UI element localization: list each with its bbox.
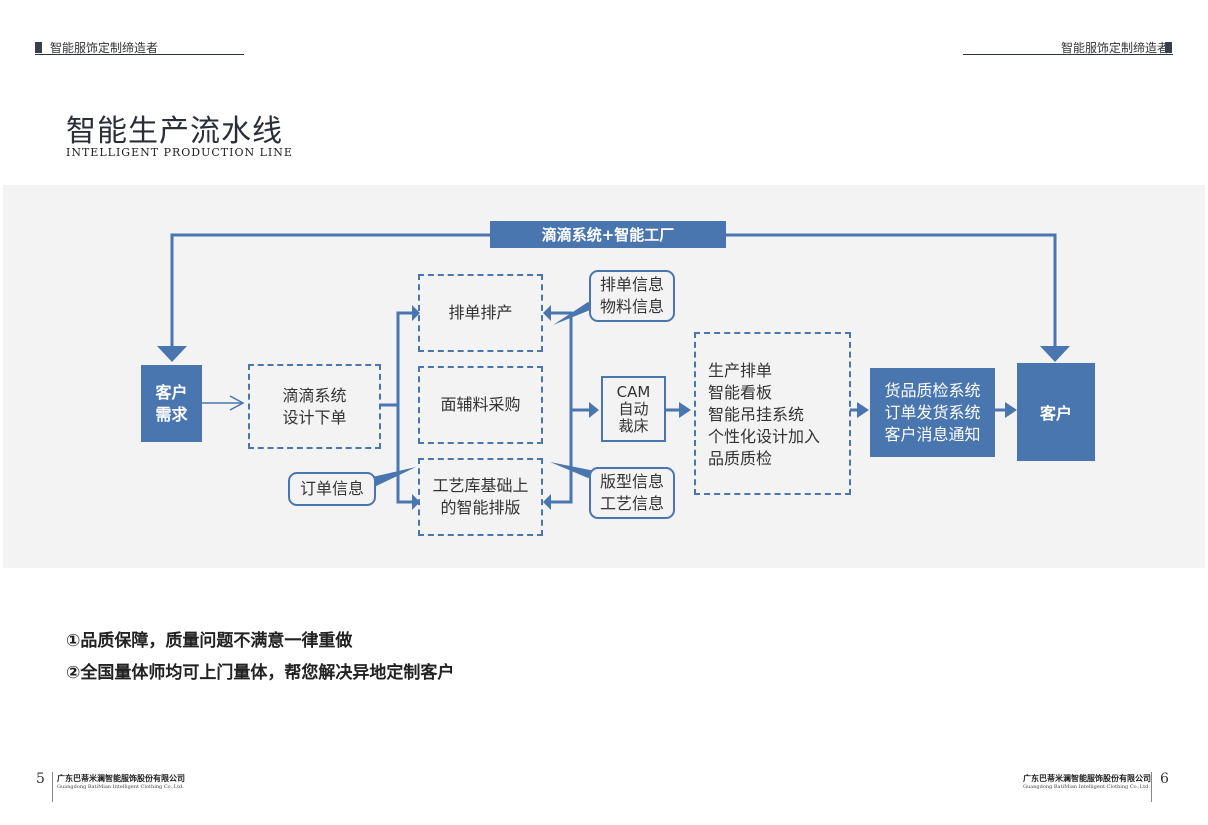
header-rule-right bbox=[963, 54, 1173, 55]
production-item: 生产排单 bbox=[708, 361, 773, 380]
header-tagline-right: 智能服饰定制缔造者 bbox=[1061, 41, 1170, 55]
process-info-label: 工艺信息 bbox=[599, 494, 664, 513]
design-order-line1: 滴滴系统 bbox=[282, 385, 347, 405]
loop-line-left bbox=[170, 233, 490, 348]
page-number-left: 5 bbox=[36, 771, 45, 787]
arrowhead-to-layout bbox=[412, 494, 420, 510]
arrowhead-open bbox=[229, 395, 245, 411]
arrowhead-to-production bbox=[679, 402, 691, 418]
cam-line1: CAM bbox=[616, 382, 651, 401]
order-info-callout: 订单信息 bbox=[288, 472, 376, 506]
scheduling-box: 排单排产 bbox=[418, 274, 543, 352]
cam-line3: 裁床 bbox=[618, 416, 649, 435]
arrowhead-down-left bbox=[157, 346, 187, 362]
page-subtitle: INTELLIGENT PRODUCTION LINE bbox=[66, 146, 293, 159]
callout-tail-schedule bbox=[553, 302, 600, 325]
customer-label: 客户 bbox=[1039, 404, 1072, 423]
connector-branch-right bbox=[548, 311, 573, 504]
production-item: 品质质检 bbox=[708, 449, 773, 468]
page-title: 智能生产流水线 bbox=[66, 114, 283, 149]
note-quality: ①品质保障，质量问题不满意一律重做 bbox=[66, 631, 353, 651]
footer-divider-left bbox=[52, 772, 53, 802]
delivery-systems-box: 货品质检系统 订单发货系统 客户消息通知 bbox=[870, 368, 995, 457]
production-systems-box: 生产排单 智能看板 智能吊挂系统 个性化设计加入 品质质检 bbox=[694, 332, 851, 495]
connector-branch-left bbox=[396, 311, 414, 504]
delivery-item: 订单发货系统 bbox=[884, 402, 981, 422]
arrowhead-to-delivery bbox=[857, 402, 869, 418]
arrowhead-to-cam bbox=[589, 402, 599, 418]
header-marker-right bbox=[1165, 42, 1172, 53]
header-tagline-left: 智能服饰定制缔造者 bbox=[50, 41, 159, 55]
schedule-info-label: 排单信息 bbox=[599, 275, 664, 294]
cam-cutter-box: CAM 自动 裁床 bbox=[601, 376, 666, 442]
smart-layout-box: 工艺库基础上 的智能排版 bbox=[418, 458, 543, 536]
company-name-en-right: Guangdong BatiMian Intelligent Clothing … bbox=[1023, 784, 1150, 790]
footer-divider-right bbox=[1151, 772, 1152, 802]
customer-demand-line2: 需求 bbox=[155, 404, 188, 424]
customer-box: 客户 bbox=[1017, 363, 1095, 461]
pattern-process-callout: 版型信息 工艺信息 bbox=[589, 467, 675, 519]
system-banner: 滴滴系统+智能工厂 bbox=[490, 221, 726, 248]
design-order-box: 滴滴系统 设计下单 bbox=[248, 364, 381, 449]
smart-layout-line2: 的智能排版 bbox=[440, 498, 521, 517]
material-purchase-label: 面辅料采购 bbox=[440, 395, 521, 414]
callout-tail-order bbox=[368, 467, 416, 488]
customer-demand-line1: 客户 bbox=[155, 382, 188, 402]
header-marker-left bbox=[35, 42, 42, 53]
arrowhead-back-layout bbox=[543, 494, 551, 510]
company-name-cn-right: 广东巴蒂米澜智能服饰股份有限公司 bbox=[1023, 774, 1151, 783]
material-info-label: 物料信息 bbox=[599, 297, 664, 316]
cam-line2: 自动 bbox=[618, 399, 649, 418]
arrowhead-back-scheduling bbox=[543, 305, 551, 321]
smart-layout-line1: 工艺库基础上 bbox=[432, 476, 529, 495]
production-item: 个性化设计加入 bbox=[708, 427, 821, 446]
header-rule-left bbox=[35, 54, 244, 55]
company-name-cn-left: 广东巴蒂米澜智能服饰股份有限公司 bbox=[57, 774, 185, 783]
schedule-material-callout: 排单信息 物料信息 bbox=[589, 270, 675, 322]
arrowhead-to-scheduling bbox=[412, 305, 420, 321]
production-item: 智能看板 bbox=[708, 383, 773, 402]
arrowhead-to-customer bbox=[1005, 402, 1017, 418]
production-item: 智能吊挂系统 bbox=[708, 405, 805, 424]
order-info-label: 订单信息 bbox=[299, 479, 364, 498]
scheduling-label: 排单排产 bbox=[448, 303, 513, 322]
material-purchase-box: 面辅料采购 bbox=[418, 366, 543, 444]
note-measurement: ②全国量体师均可上门量体，帮您解决异地定制客户 bbox=[66, 663, 455, 683]
arrowhead-down-right bbox=[1040, 346, 1070, 362]
pattern-info-label: 版型信息 bbox=[599, 472, 664, 491]
design-order-line2: 设计下单 bbox=[282, 407, 347, 427]
loop-line-right bbox=[726, 233, 1057, 348]
delivery-item: 货品质检系统 bbox=[884, 380, 981, 400]
page-number-right: 6 bbox=[1160, 771, 1169, 787]
callout-tail-pattern bbox=[550, 462, 600, 478]
customer-demand-box: 客户 需求 bbox=[141, 365, 202, 442]
company-name-en-left: Guangdong BatiMian Intelligent Clothing … bbox=[57, 784, 184, 790]
delivery-item: 客户消息通知 bbox=[884, 424, 981, 444]
